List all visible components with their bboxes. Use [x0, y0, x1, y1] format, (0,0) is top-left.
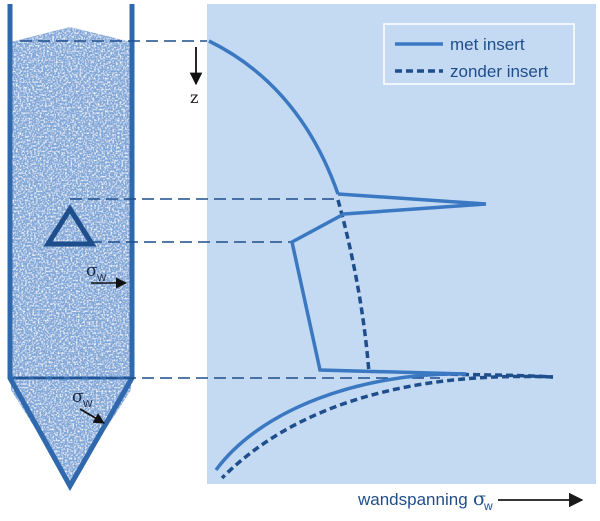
reference-lines: [16, 40, 440, 379]
legend-dashed-label: zonder insert: [450, 62, 549, 81]
triangle-insert-icon: [43, 204, 97, 247]
x-axis-label: wandspanning σ w: [357, 488, 584, 513]
axis-subscript: w: [483, 499, 493, 513]
axis-label-text: wandspanning: [357, 490, 468, 509]
stress-hopper-section: σ W: [72, 387, 105, 424]
legend: met insert zonder insert: [383, 23, 575, 85]
stress-symbol: σ: [86, 261, 98, 281]
stress-vertical-section: σ W: [86, 261, 128, 289]
arrow-diagonal-icon: [79, 408, 105, 424]
curve-met-insert: [208, 39, 487, 472]
silo-granular-fill: [11, 27, 131, 484]
legend-box: [383, 23, 575, 85]
stress-subscript: W: [83, 399, 93, 410]
stress-subscript: W: [97, 273, 107, 284]
legend-solid-label: met insert: [450, 35, 525, 54]
axis-symbol: σ: [473, 488, 486, 510]
stress-symbol: σ: [72, 387, 84, 407]
depth-label: z: [190, 88, 198, 107]
